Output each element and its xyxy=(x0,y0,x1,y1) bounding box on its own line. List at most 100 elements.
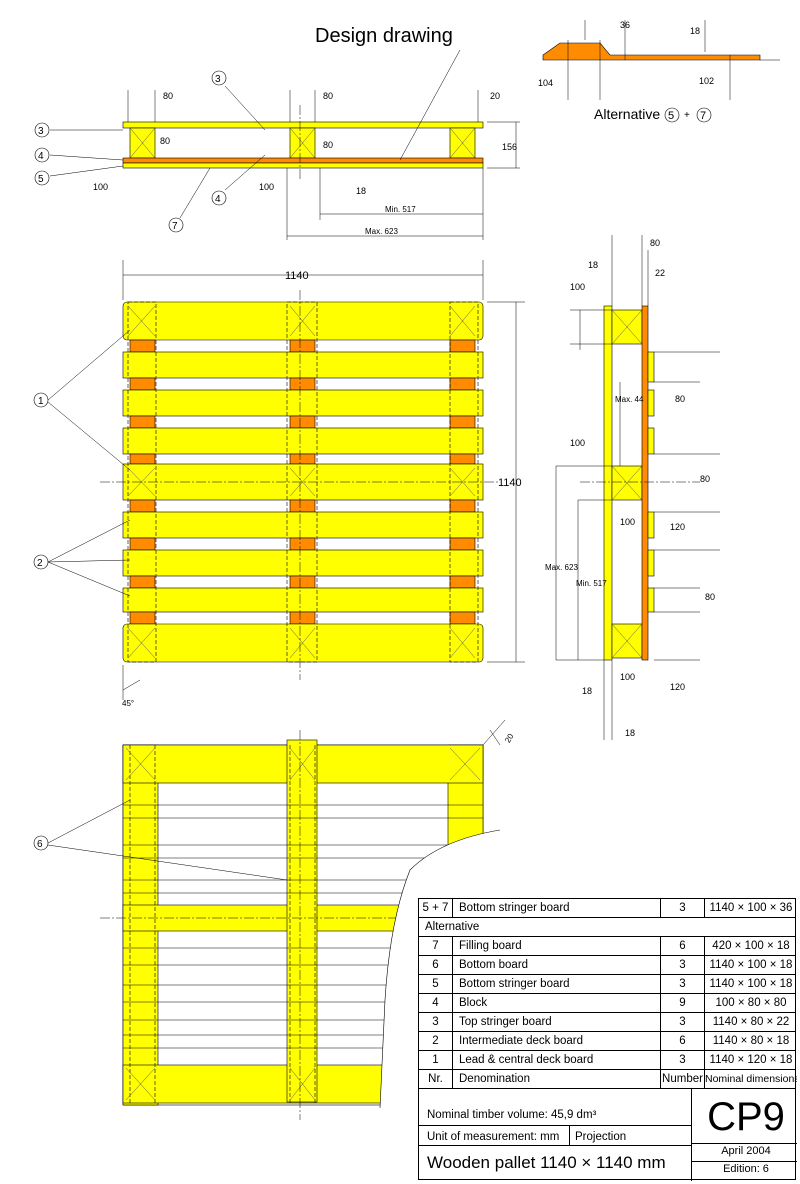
bom-nr: 1 xyxy=(419,1051,453,1069)
dim-side-80c: 80 xyxy=(700,474,710,484)
dim-side-80b: 80 xyxy=(675,394,685,404)
bom-row-3: 3 Top stringer board 3 1140 × 80 × 22 xyxy=(419,1013,795,1032)
bom-number: 9 xyxy=(661,994,705,1012)
callout-2: 2 xyxy=(37,558,43,569)
bom-number: 3 xyxy=(661,899,705,917)
bom-alternative-label: Alternative xyxy=(425,921,480,933)
callout-3a: 3 xyxy=(215,74,221,85)
callout-4b: 4 xyxy=(215,194,221,205)
dim-overall-width: 1140 xyxy=(285,270,309,282)
dim-side-18c: 18 xyxy=(625,728,635,738)
plan-view-top: 1140 1140 45 xyxy=(33,260,525,708)
dim-side-22: 22 xyxy=(655,268,665,278)
dim-side-120a: 120 xyxy=(670,522,685,532)
dim-front-156: 156 xyxy=(502,142,517,152)
callout-5: 5 xyxy=(38,174,44,185)
dim-min-517: Min. 517 xyxy=(385,205,416,214)
unit-of-measurement: Unit of measurement: mm xyxy=(427,1131,560,1143)
callout-3b: 3 xyxy=(38,126,44,137)
dim-side-18b: 18 xyxy=(582,686,592,696)
bom-nr: 7 xyxy=(419,937,453,955)
bom-dimensions: 1140 × 100 × 36 xyxy=(709,902,793,914)
dim-side-80: 80 xyxy=(650,238,660,248)
bom-denomination: Bottom board xyxy=(453,956,661,974)
callout-6: 6 xyxy=(37,839,43,850)
side-view: 80 22 18 100 Max. 44 80 100 80 100 120 8… xyxy=(545,235,720,740)
dim-front-20: 20 xyxy=(490,91,500,101)
dim-side-max623: Max. 623 xyxy=(545,563,578,572)
bom-denomination: Bottom stringer board xyxy=(453,899,661,917)
bom-nr: 3 xyxy=(419,1013,453,1031)
bom-row-5: 5 Bottom stringer board 3 1140 × 100 × 1… xyxy=(419,975,795,994)
bom-nr: 5 xyxy=(419,975,453,993)
alternative-detail: 36 18 104 102 Alternative 5 + 7 xyxy=(538,20,780,123)
callout-1: 1 xyxy=(38,396,44,407)
bom-number: 6 xyxy=(661,937,705,955)
dim-overall-height: 1140 xyxy=(498,477,522,489)
dim-max-623: Max. 623 xyxy=(365,227,398,236)
dim-side-18: 18 xyxy=(588,260,598,270)
bom-number: 3 xyxy=(661,1013,705,1031)
alt-dim-104: 104 xyxy=(538,78,553,88)
dim-front-18: 18 xyxy=(356,186,366,196)
bom-dimensions: 1140 × 80 × 18 xyxy=(712,1035,790,1047)
bom-number: 6 xyxy=(661,1032,705,1050)
bom-dimensions: 1140 × 100 × 18 xyxy=(709,978,793,990)
dim-side-120b: 120 xyxy=(670,682,685,692)
bom-row-2: 2 Intermediate deck board 6 1140 × 80 × … xyxy=(419,1032,795,1051)
bom-dimensions: 1140 × 80 × 22 xyxy=(712,1016,790,1028)
bom-row-6: 6 Bottom board 3 1140 × 100 × 18 xyxy=(419,956,795,975)
drawing-edition: Edition: 6 xyxy=(723,1163,769,1175)
dim-side-max44: Max. 44 xyxy=(615,395,644,404)
dim-side-80d: 80 xyxy=(705,592,715,602)
dim-side-100c: 100 xyxy=(620,517,635,527)
bom-denomination: Filling board xyxy=(453,937,661,955)
callout-4a: 4 xyxy=(38,151,44,162)
bom-header-dimensions: Nominal dimensions xyxy=(705,1073,797,1085)
bom-row-alt-combo: 5 + 7 Bottom stringer board 3 1140 × 100… xyxy=(419,899,795,918)
bom-nr: 4 xyxy=(419,994,453,1012)
bom-denomination: Bottom stringer board xyxy=(453,975,661,993)
bom-row-7: 7 Filling board 6 420 × 100 × 18 xyxy=(419,937,795,956)
dim-front-80a: 80 xyxy=(163,91,173,101)
bom-nr: 5 + 7 xyxy=(419,899,453,917)
drawing-date: April 2004 xyxy=(721,1145,771,1157)
bom-row-1: 1 Lead & central deck board 3 1140 × 120… xyxy=(419,1051,795,1070)
alt-dim-18: 18 xyxy=(690,26,700,36)
dim-front-80c: 80 xyxy=(160,136,170,146)
bom-number: 3 xyxy=(661,956,705,974)
bom-dimensions: 100 × 80 × 80 xyxy=(715,997,787,1009)
bom-header-nr: Nr. xyxy=(419,1070,453,1088)
alternative-label: Alternative xyxy=(594,106,660,122)
bom-nr: 2 xyxy=(419,1032,453,1050)
timber-volume: Nominal timber volume: 45,9 dm³ xyxy=(427,1109,597,1121)
callout-7: 7 xyxy=(172,221,178,232)
bom-row-alternative: Alternative xyxy=(419,918,795,937)
bom-denomination: Lead & central deck board xyxy=(453,1051,661,1069)
front-view: 80 80 20 80 80 156 100 100 18 Min. 517 M… xyxy=(34,49,520,240)
bom-denomination: Block xyxy=(453,994,661,1012)
dim-front-100b: 100 xyxy=(259,182,274,192)
alt-dim-102: 102 xyxy=(699,76,714,86)
bom-header-row: Nr. Denomination Number Nominal dimensio… xyxy=(419,1070,797,1089)
bom-number: 3 xyxy=(661,975,705,993)
dim-side-100: 100 xyxy=(570,282,585,292)
bom-dimensions: 1140 × 100 × 18 xyxy=(709,959,793,971)
projection-label: Projection xyxy=(575,1131,627,1143)
bom-denomination: Top stringer board xyxy=(453,1013,661,1031)
alt-part-7: 7 xyxy=(700,110,706,122)
alt-part-5: 5 xyxy=(668,110,674,122)
dim-front-80d: 80 xyxy=(323,140,333,150)
bom-number: 3 xyxy=(661,1051,705,1069)
drawing-code: CP9 xyxy=(707,1095,785,1139)
bom-header-denomination: Denomination xyxy=(453,1070,661,1088)
bom-row-4: 4 Block 9 100 × 80 × 80 xyxy=(419,994,795,1013)
drawing-title: Design drawing xyxy=(315,25,453,47)
bom-nr: 6 xyxy=(419,956,453,974)
dim-chamfer-20: 20 xyxy=(503,732,516,745)
title-block-lower: Nominal timber volume: 45,9 dm³ Unit of … xyxy=(419,1089,797,1181)
alt-plus: + xyxy=(684,110,690,121)
bom-denomination: Intermediate deck board xyxy=(453,1032,661,1050)
dim-side-min517: Min. 517 xyxy=(576,579,607,588)
